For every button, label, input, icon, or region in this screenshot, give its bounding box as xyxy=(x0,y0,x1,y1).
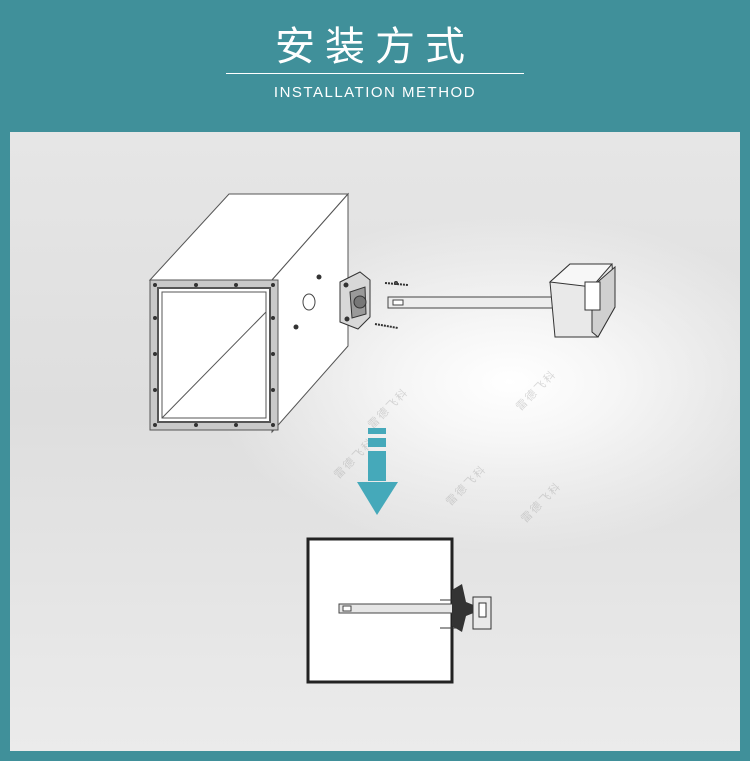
air-duct xyxy=(148,192,350,434)
duct-frame-bolts xyxy=(153,283,275,427)
down-arrow xyxy=(357,428,398,515)
title-divider xyxy=(226,73,524,74)
page-subtitle: INSTALLATION METHOD xyxy=(273,84,477,101)
page-header: 安装方式 INSTALLATION METHOD xyxy=(0,0,750,132)
sensor-probe xyxy=(387,296,559,309)
mounting-flange xyxy=(339,271,371,330)
page-title: 安装方式 xyxy=(275,24,475,70)
screws xyxy=(374,281,409,329)
duct-hole xyxy=(302,293,316,311)
installed-view xyxy=(306,537,492,684)
installation-diagram-panel: 雷德飞科 雷德飞科 雷德飞科 雷德飞科 雷德飞科 xyxy=(10,132,740,751)
installation-illustration xyxy=(148,192,616,684)
sensor-housing xyxy=(548,263,616,338)
